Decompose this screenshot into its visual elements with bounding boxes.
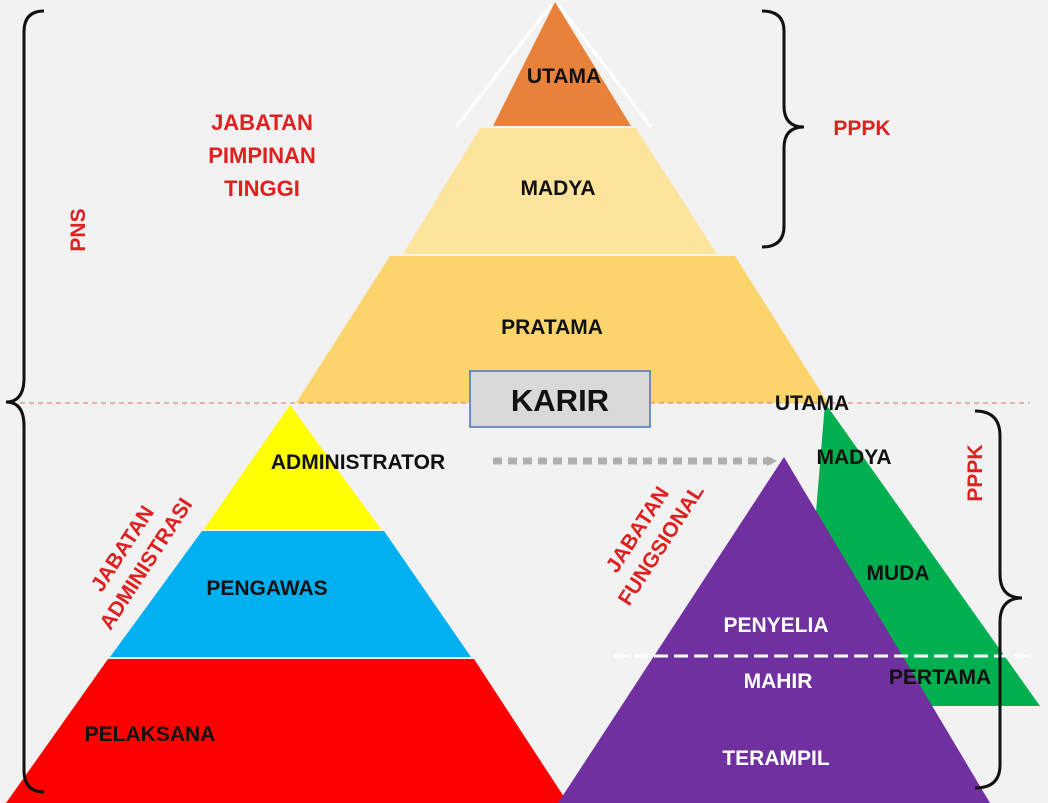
pns-label: PNS (67, 208, 90, 251)
pelaksana-label: PELAKSANA (85, 723, 216, 746)
pns-brace (5, 9, 45, 794)
pppk-top-label: PPPK (833, 117, 890, 140)
functional-pertama-label: PERTAMA (889, 666, 991, 689)
tier-highlight (454, 3, 554, 128)
utama-tier (493, 2, 631, 126)
administrator-tier (204, 405, 381, 529)
tier-highlight (556, 3, 653, 128)
pppk-bottom-label: PPPK (964, 444, 987, 501)
jpt-label-line1: JABATAN (211, 110, 313, 135)
functional-utama-label: UTAMA (775, 392, 849, 415)
karir-label: KARIR (511, 383, 609, 418)
madya-tier (403, 128, 717, 254)
pppk-bottom-brace (974, 409, 1023, 790)
jpt-label-line3: TINGGI (224, 176, 300, 201)
functional-mahir-label: MAHIR (744, 670, 813, 693)
jabatan-fungsional-label: JABATAN FUNGSIONAL (602, 480, 709, 609)
pratama-tier (296, 256, 828, 403)
utama-label: UTAMA (527, 65, 601, 88)
pratama-label: PRATAMA (501, 316, 603, 339)
administrator-label: ADMINISTRATOR (271, 451, 445, 474)
madya-label: MADYA (520, 177, 595, 200)
functional-skill-pyramid (558, 457, 990, 803)
functional-terampil-label: TERAMPIL (722, 747, 830, 770)
functional-penyelia-label: PENYELIA (723, 614, 828, 637)
functional-madya-label: MADYA (816, 446, 891, 469)
jpt-label-line2: PIMPINAN (208, 143, 316, 168)
pengawas-label: PENGAWAS (206, 577, 327, 600)
pppk-top-brace (761, 9, 805, 249)
karir-box (469, 370, 651, 428)
pelaksana-tier (6, 659, 568, 803)
pengawas-tier (110, 531, 471, 657)
functional-muda-label: MUDA (867, 562, 930, 585)
